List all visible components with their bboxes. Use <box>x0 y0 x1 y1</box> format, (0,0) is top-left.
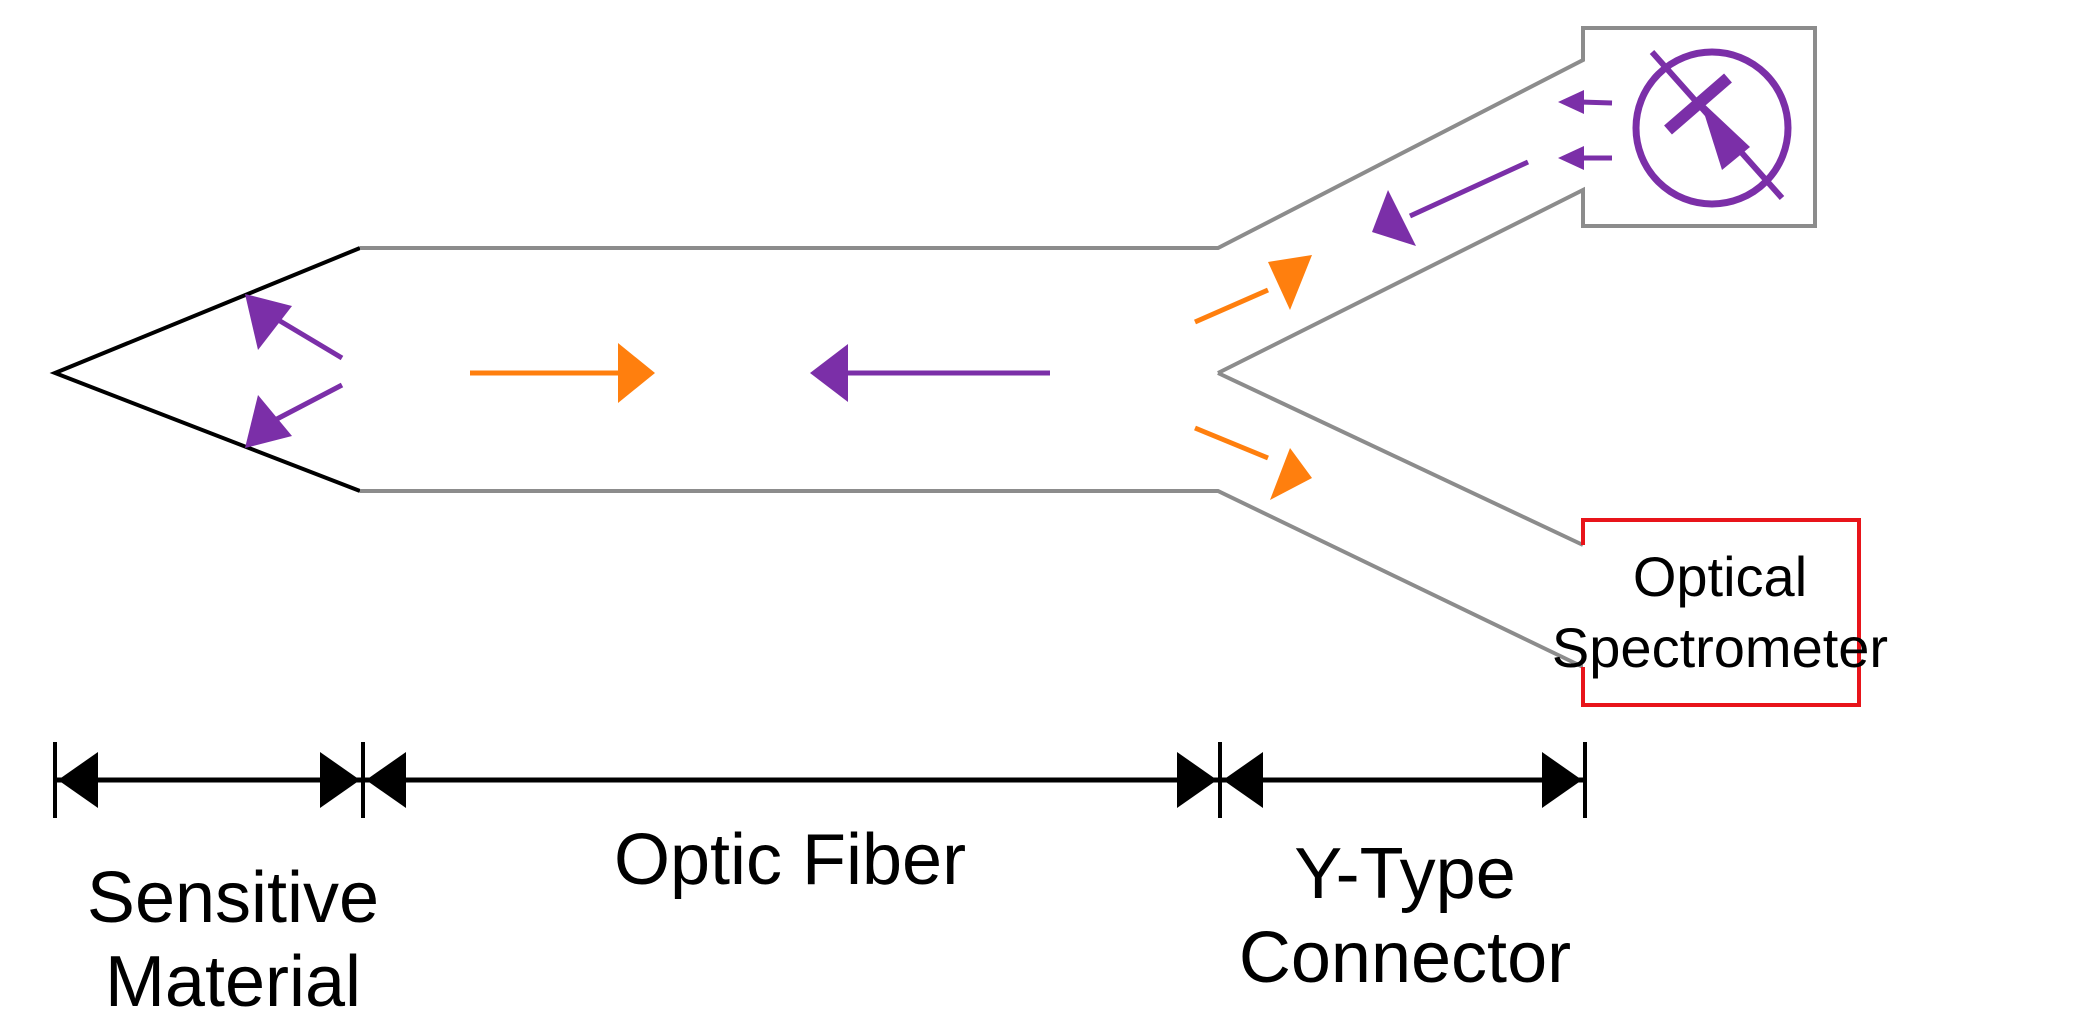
y-type-connector-label-line2: Connector <box>1239 918 1571 998</box>
emitted-arrow-branch <box>1372 159 1530 246</box>
source-arrow-bottom-head <box>1558 146 1584 170</box>
dimension-arrowhead-6 <box>1542 752 1582 808</box>
emitted-arrow-fiber <box>810 344 1050 402</box>
emitted-arrow-fiber-head <box>810 344 848 402</box>
y-type-connector-label-line1: Y-Type <box>1294 834 1515 914</box>
signal-arrow-fiber <box>470 343 655 403</box>
source-arrow-top-head <box>1558 90 1584 114</box>
dimension-arrowhead-5 <box>1223 752 1263 808</box>
dimension-arrowhead-2 <box>320 752 360 808</box>
emitted-arrow-branch-head <box>1372 190 1416 246</box>
emitted-arrow-branch-shaft <box>1408 159 1530 219</box>
sensitive-material-label-line1: Sensitive <box>87 858 379 938</box>
dimension-line <box>53 742 1587 818</box>
signal-arrows-split <box>1193 255 1312 500</box>
tip-arrow-upper-shaft <box>273 315 344 361</box>
sensitive-material-tip <box>49 246 361 493</box>
signal-arrow-down-head <box>1270 448 1312 500</box>
spectrometer-label-line1: Optical <box>1633 545 1807 608</box>
dimension-arrowhead-4 <box>1177 752 1217 808</box>
spectrometer-border <box>1581 518 1861 707</box>
signal-arrow-fiber-head <box>618 343 655 403</box>
sensitive-material-label-line2: Material <box>105 942 361 1022</box>
diode-bar <box>1664 73 1732 135</box>
dimension-arrowhead-1 <box>58 752 98 808</box>
tip-reflection-arrows <box>245 294 344 448</box>
tip-arrow-lower-head <box>245 395 292 448</box>
fiber-top-edge <box>360 26 1817 375</box>
source-arrow-top-shaft <box>1579 99 1613 106</box>
signal-arrow-up-shaft <box>1193 287 1270 325</box>
spectrometer-label-line2: Spectrometer <box>1552 616 1888 679</box>
signal-arrow-down-shaft <box>1194 425 1269 461</box>
light-source-diode-icon <box>1632 48 1792 208</box>
optic-fiber-label: Optic Fiber <box>614 820 966 900</box>
diode-triangle <box>1700 100 1750 170</box>
tip-arrow-upper-head <box>245 294 292 350</box>
optical-spectrometer: Optical Spectrometer <box>1552 518 1888 707</box>
source-emission-arrows <box>1558 90 1613 170</box>
fiber-outline <box>360 26 1817 669</box>
y-branch-inner-lower <box>1217 371 1584 547</box>
tip-arrow-lower-shaft <box>273 382 344 423</box>
fiber-bottom-edge <box>360 489 1584 669</box>
light-source-circle <box>1632 48 1792 208</box>
signal-arrow-up-head <box>1268 255 1312 310</box>
dimension-arrowhead-3 <box>366 752 406 808</box>
